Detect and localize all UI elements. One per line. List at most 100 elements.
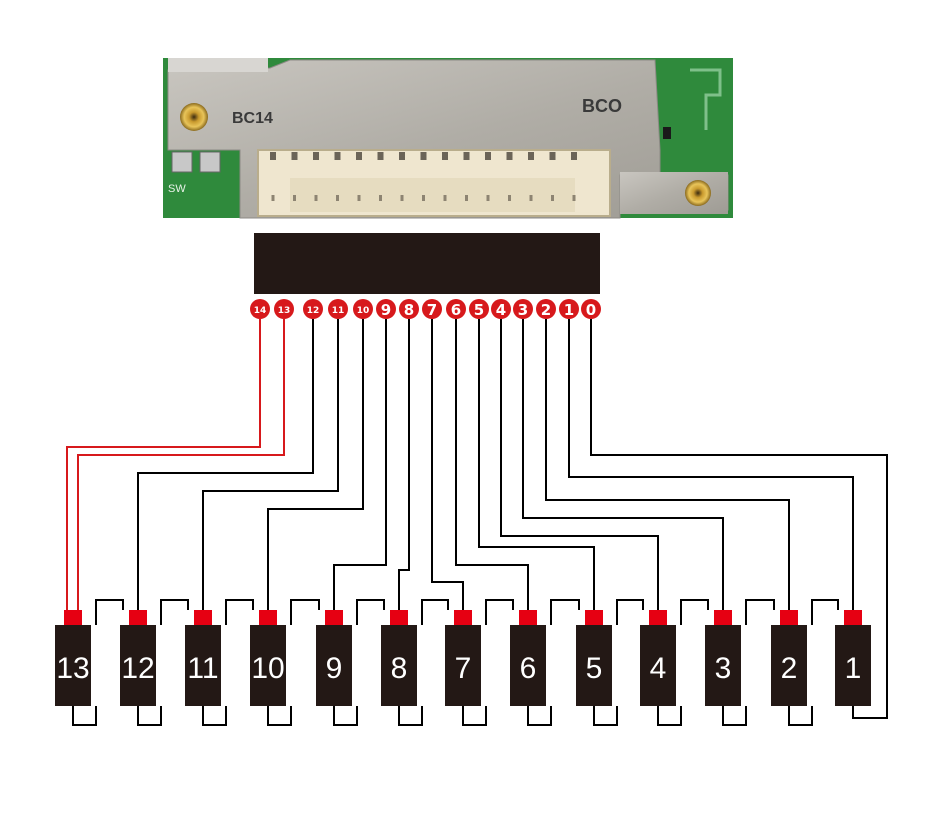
pin-label: 14 [254,306,267,316]
cell-positive-terminal [64,610,82,625]
connector-contact [314,195,318,201]
cell-body [576,625,612,706]
connector-contact [422,195,425,201]
connector-contact [443,195,447,201]
wire-pin-5 [478,319,595,610]
series-link-top [356,599,385,625]
wire-pin-13 [77,319,285,610]
cell-label: 2 [781,652,798,685]
battery-cell-7: 7 [445,610,481,706]
wire-pin-14 [66,319,261,610]
cell-positive-terminal [844,610,862,625]
series-link-bottom [202,706,227,726]
connector-block [254,233,600,294]
wire-pin-8 [398,319,410,610]
cell-body [250,625,286,706]
cell-label: 10 [251,652,284,685]
pin-badge-8: 8 [399,299,419,319]
connector-tooth [270,152,276,160]
cell-positive-terminal [129,610,147,625]
battery-cell-4: 4 [640,610,676,706]
cell-positive-terminal [259,610,277,625]
cell-positive-terminal [325,610,343,625]
pin-label: 5 [474,301,484,319]
connector-contact [486,195,490,201]
wires [66,319,888,719]
battery-cell-1: 1 [835,610,871,706]
pin-badge-circle [303,299,323,319]
pin-label: 3 [518,301,528,319]
connector-tooth [571,152,577,160]
switch-pad-1 [171,151,193,173]
series-link-bottom [398,706,423,726]
cell-body [185,625,221,706]
cell-positive-terminal [194,610,212,625]
pin-badge-14: 14 [250,299,270,319]
connector-contact [465,195,468,201]
pin-badge-circle [446,299,466,319]
board-label-right: BCO [582,96,622,116]
connector-contact [357,195,361,201]
connector-tooth [377,152,384,160]
cell-label: 12 [121,652,154,685]
connector-tooth [399,152,405,160]
pin-badge-0: 0 [581,299,601,319]
cell-label: 13 [56,652,89,685]
battery-cell-9: 9 [316,610,352,706]
battery-cell-8: 8 [381,610,417,706]
pin-label: 7 [427,301,437,319]
switch-pad-2 [199,151,221,173]
cell-body [120,625,156,706]
cell-body [445,625,481,706]
pin-badge-circle [536,299,556,319]
screw-right-icon [685,180,711,206]
metal-shield-right-tab [620,172,728,214]
series-link-bottom [657,706,682,726]
series-link-bottom [462,706,487,726]
pin-badge-circle [376,299,396,319]
wire-pin-7 [431,319,464,610]
cell-positive-terminal [454,610,472,625]
wire-pin-2 [545,319,790,610]
pin-badge-7: 7 [422,299,442,319]
connector-contact [379,195,382,201]
cell-label: 5 [586,652,603,685]
connector-tooth [356,152,362,160]
cell-body [510,625,546,706]
connector-contact [508,195,511,201]
pin-label: 13 [278,306,291,316]
series-link-bottom [267,706,292,726]
cell-label: 6 [520,652,537,685]
wire-pin-1 [568,319,854,610]
pin-badge-4: 4 [491,299,511,319]
wire-pin-10 [267,319,364,610]
connector-contact [572,195,576,201]
screw-left-icon [180,103,208,131]
series-link-top [485,599,514,625]
pin-badge-circle [469,299,489,319]
pin-badge-circle [422,299,442,319]
connector-contact [529,195,533,201]
connector-contact [271,195,275,201]
battery-cell-3: 3 [705,610,741,706]
battery-cell-6: 6 [510,610,546,706]
cell-label: 9 [326,652,343,685]
connector-contact [336,195,339,201]
pin-label: 0 [586,301,596,319]
board-connector-teeth [270,152,577,201]
connector-tooth [313,152,319,160]
series-link-top [290,599,320,625]
pcb-trace [690,68,722,130]
connector-contact [551,195,554,201]
series-link-top [225,599,254,625]
pin-label: 2 [541,301,551,319]
cell-body [771,625,807,706]
series-link-top [95,599,124,625]
pin-badge-11: 11 [328,299,348,319]
pin-label: 10 [357,306,370,316]
connector-tooth [528,152,534,160]
series-link-bottom [333,706,358,726]
pin-badge-5: 5 [469,299,489,319]
metal-shield-top-strip [168,58,268,72]
